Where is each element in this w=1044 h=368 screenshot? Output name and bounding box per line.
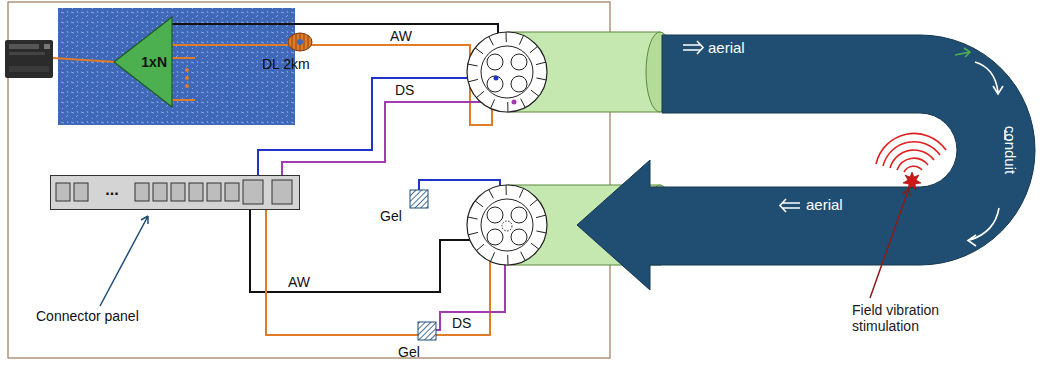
component-label: Connector panel — [36, 308, 139, 324]
splitter-triangle: 1xN — [113, 16, 173, 108]
connector-panel-shape — [50, 175, 300, 210]
material-label: Gel — [398, 344, 420, 360]
route-band — [577, 35, 1035, 290]
cable-cross-section — [467, 32, 547, 265]
vibration-source — [876, 133, 946, 190]
delay-line-spool — [288, 33, 312, 51]
route-label: aerial — [708, 40, 745, 56]
fiber-label: AW — [288, 274, 310, 290]
node-label: 1xN — [141, 54, 167, 70]
fiber-label: DS — [452, 315, 471, 331]
port-dots — [185, 68, 189, 88]
direction-arrow — [955, 48, 970, 57]
equipment-enclosure — [58, 8, 295, 125]
gel-box — [418, 322, 436, 340]
route-label: conduit — [1002, 126, 1018, 174]
connector-panel: ... — [50, 175, 300, 210]
fiber-label: DS — [395, 82, 414, 98]
annotation: Field vibration stimulation — [852, 302, 972, 334]
lab-frame — [8, 2, 610, 358]
leader-line — [870, 188, 909, 298]
material-label: Gel — [380, 208, 402, 224]
leader-arrowhead — [903, 188, 910, 196]
rack-device — [5, 40, 53, 78]
fiber-label: AW — [390, 28, 412, 44]
cable-ticks — [468, 32, 546, 265]
ellipsis: ... — [105, 182, 118, 198]
leader-line — [100, 216, 148, 306]
route-label: aerial — [806, 197, 843, 213]
direction-arrows — [683, 41, 1005, 246]
component-label: DL 2km — [262, 56, 310, 72]
gel-box — [410, 190, 428, 208]
